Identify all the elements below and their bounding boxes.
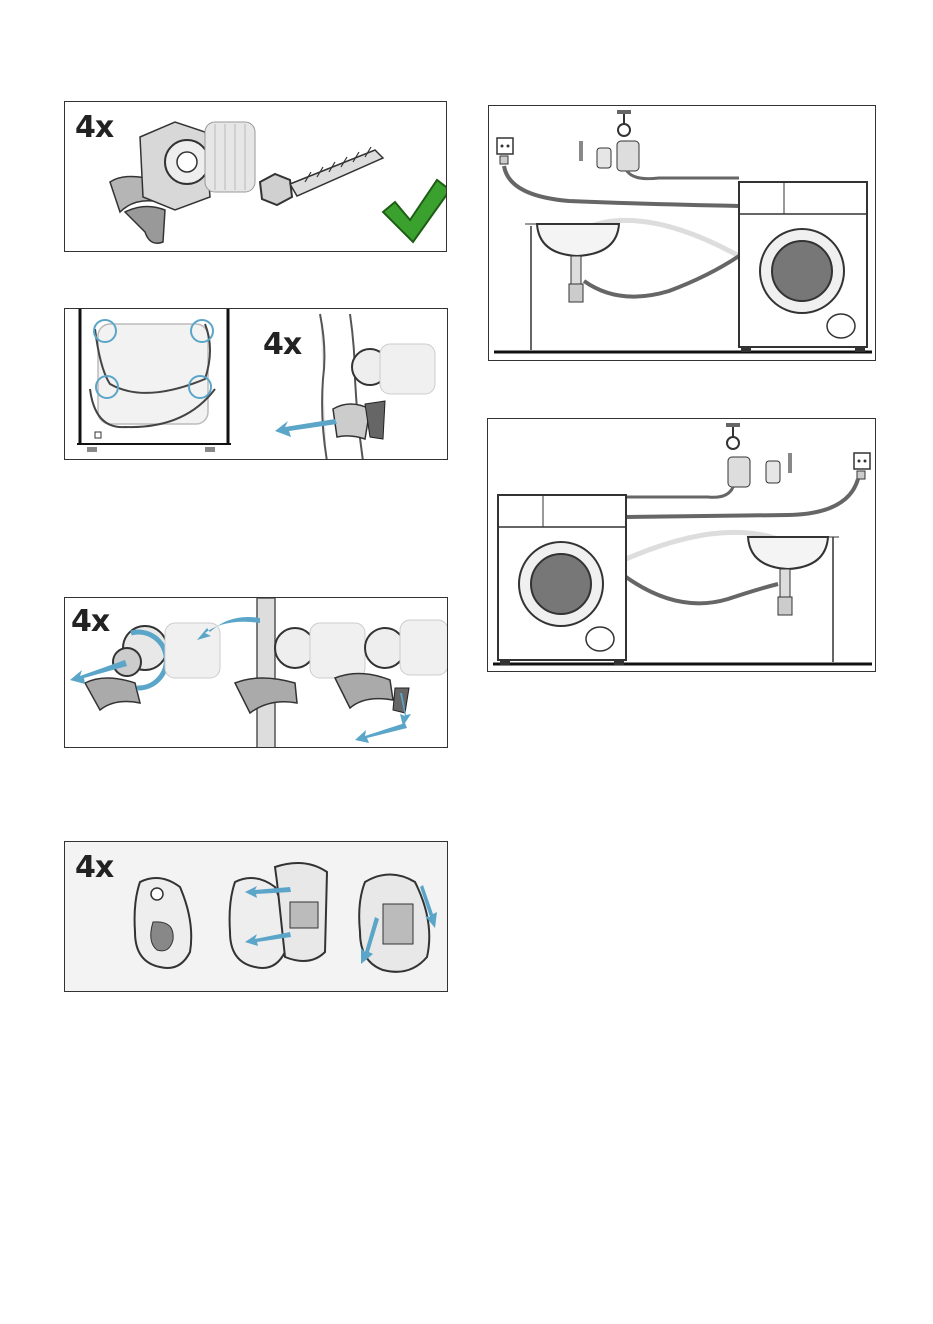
washing-machine-icon — [739, 182, 867, 352]
count-label: 4x — [263, 327, 301, 362]
cover-cap-icon — [135, 878, 192, 968]
panel-installation-right — [488, 105, 876, 361]
panel-installation-left — [487, 418, 876, 672]
back-view-illustration — [65, 309, 448, 460]
hose-clip-icon — [320, 314, 435, 460]
bolt-icon — [260, 147, 383, 205]
socket-icon — [854, 453, 870, 479]
cover-cap-insert-icon — [230, 863, 327, 968]
cover-cap-illustration — [65, 842, 448, 992]
panel-hose-clip-steps: 4x — [64, 597, 448, 748]
hose-clip-steps-illustration — [65, 598, 448, 748]
tap-icon — [579, 110, 639, 171]
installation-left-illustration — [488, 419, 876, 672]
washing-machine-back-icon — [77, 309, 231, 452]
installation-right-illustration — [489, 106, 876, 361]
socket-icon — [497, 138, 513, 164]
cover-cap-fitted-icon — [359, 875, 437, 972]
bracket-icon — [110, 122, 255, 243]
check-icon — [383, 180, 447, 242]
transport-bolt-illustration — [65, 102, 447, 252]
sink-icon — [748, 537, 828, 615]
panel-transport-bolts: 4x — [64, 101, 447, 252]
step-2-icon — [197, 598, 365, 748]
tap-icon — [726, 423, 792, 487]
step-1-icon — [70, 623, 220, 710]
panel-remove-bolts: 4x — [64, 308, 448, 460]
panel-cover-caps: 4x — [64, 841, 448, 992]
arrow-left-icon — [275, 419, 337, 437]
washing-machine-icon — [498, 495, 626, 665]
sink-icon — [537, 224, 619, 302]
